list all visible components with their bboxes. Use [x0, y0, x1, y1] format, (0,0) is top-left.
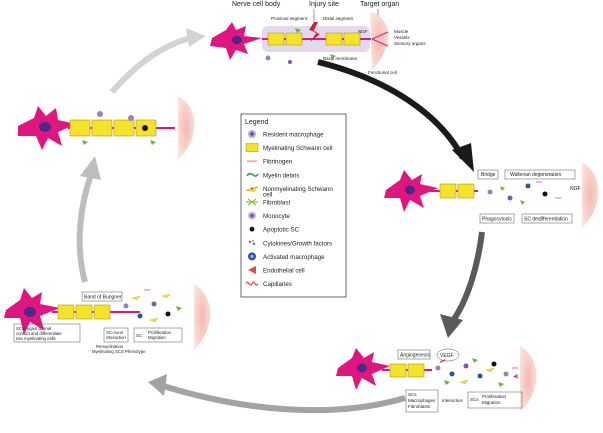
migration-label: Migration [482, 400, 501, 405]
phagocytosis-label: Phagocytosis [482, 217, 512, 223]
endothelial-cell-icon [248, 266, 256, 274]
vessels-label: Vessels [394, 35, 410, 40]
ngf-label-right: NGF [570, 186, 581, 192]
myelin-debris-icon [246, 172, 259, 177]
target-organ-icon [520, 346, 537, 412]
distal-segment-label: Distal segment [323, 16, 354, 21]
arrow-top-to-right [317, 59, 474, 172]
ngf-label-top: NGF [358, 29, 368, 34]
legend-item-label: Resident macrophage [263, 132, 324, 139]
nonmyelinating-schwann-cell-icon [245, 185, 259, 192]
angiogenesis-label: Angiogenesis [400, 353, 431, 359]
legend-item-label: Apoptotic SC [263, 227, 300, 234]
apoptotic-sc-icon [249, 226, 255, 232]
band-of-bungner-label: Band of Bungner [84, 295, 122, 301]
arrow-right-to-bottom [440, 231, 485, 338]
sc-axon-line2: interaction [106, 335, 126, 340]
legend-item-capillaries: Capillaries [245, 281, 292, 288]
legend-item-myelin-debris: Myelin debris [246, 172, 299, 179]
legend-item-label: Cytokines/Growth factors [263, 240, 332, 247]
myelinating-phenotype-label: Myelinating SCS Phenotype [92, 349, 146, 354]
monocyte-icon [248, 211, 256, 220]
legend-title: Legend [245, 119, 268, 126]
panel-angiogenesis: Angiogenesis VEGF ◀ SCs Macrophages Fibr… [336, 346, 537, 413]
cytokines-icon [248, 239, 256, 246]
legend-item-label: Fibroblast [263, 200, 290, 207]
target-organ-icon [582, 162, 599, 228]
target-organ-icon [178, 96, 195, 160]
sc-dediff-label: SC dedifferentiation [524, 217, 568, 223]
legend-item-label: cell [263, 191, 272, 198]
legend-item-label: Fibrinogen [263, 159, 293, 166]
resident-macrophage-icon [248, 130, 256, 138]
legend-item-cytokines: Cytokines/Growth factors [248, 239, 332, 247]
panel-remyelination: Band of Bungner SCs regain axonal contac… [4, 284, 211, 354]
scs-regain-line3: into myelinating cells [16, 336, 56, 341]
legend-item-monocyte: Monocyte [248, 211, 290, 220]
nerve-cell-body-label: Nerve cell body [232, 1, 281, 8]
wallerian-label: Wallerian degeneration [510, 172, 561, 178]
functional-cell-label: Functional cell [368, 70, 397, 75]
legend-item-activated-macrophage: Activated macrophage [248, 252, 325, 261]
injury-site-label: Injury site [309, 1, 339, 8]
target-organ-label: Target organ [360, 1, 399, 8]
sc-label: SC [136, 333, 142, 338]
legend-box [240, 113, 347, 298]
remyelination-label: Remyelination [96, 344, 124, 349]
cells-line2: Macrophages [408, 398, 436, 403]
cells-line3: Fibroblasts [408, 404, 431, 409]
legend-item-resident-macrophage: Resident macrophage [248, 130, 324, 139]
panel-restored [18, 96, 195, 160]
interaction-label: Interaction [442, 398, 464, 403]
vegf-label: VEGF [440, 353, 454, 359]
panel-wallerian: Bridge Wallerian degeneration NGF Phagoc… [384, 162, 599, 228]
capillaries-icon [245, 281, 259, 286]
legend-item-fibrinogen: Fibrinogen [247, 159, 293, 166]
legend-item-apoptotic-sc: Apoptotic SC [249, 226, 300, 234]
target-organ-icon [194, 284, 211, 350]
bridge-label: Bridge [481, 172, 496, 178]
proliferation-label: Proliferation [482, 394, 507, 399]
activated-macrophage-icon [248, 252, 256, 261]
arrow-left-to-top-left [76, 156, 101, 283]
legend-item-label: Monocyte [263, 213, 290, 220]
target-organ-icon [370, 12, 389, 70]
legend-item-label: Endothelial cell [263, 268, 305, 275]
scs-label: SCs [470, 397, 479, 402]
sensory-organs-label: Sensory organs [394, 41, 426, 46]
sc-axon-line1: SC-Axon [106, 330, 124, 335]
fibroblast-icon [246, 198, 258, 206]
cells-line1: SCs [408, 392, 417, 397]
legend-item-myelinating-schwann-cell: Myelinating Schwann cell [245, 143, 332, 152]
scs-regain-line1: SCs regain axonal [16, 326, 51, 331]
legend-item-label: Nonmyelinating Schwann [263, 186, 333, 193]
endothelial-marker: ◀ [513, 374, 518, 380]
myelinating-schwann-cell-icon [245, 143, 259, 152]
basal-membrane-label: Basal membrane [323, 56, 358, 61]
legend-item-label: Capillaries [263, 281, 292, 288]
left-migration-label: Migration [148, 335, 166, 340]
left-proliferation-label: Proliferation [148, 330, 172, 335]
arrow-bottom-to-left [148, 374, 406, 414]
legend-item-label: Myelinating Schwann cell [263, 145, 332, 152]
injury-lightning-icon [309, 22, 320, 42]
arrow-top-left-to-top [109, 28, 206, 94]
proximal-segment-label: Proximal segment [271, 16, 308, 21]
legend-item-endothelial-cell: Endothelial cell [248, 266, 305, 275]
scs-regain-line2: contact and differentiate [16, 331, 62, 336]
legend-item-fibroblast: Fibroblast [246, 198, 290, 207]
muscle-label: Muscle [394, 29, 409, 34]
panel-injury: Nerve cell body Injury site Target organ… [210, 1, 426, 75]
legend-item-label: Myelin debris [263, 172, 299, 179]
legend-item-label: Activated macrophage [263, 254, 325, 261]
